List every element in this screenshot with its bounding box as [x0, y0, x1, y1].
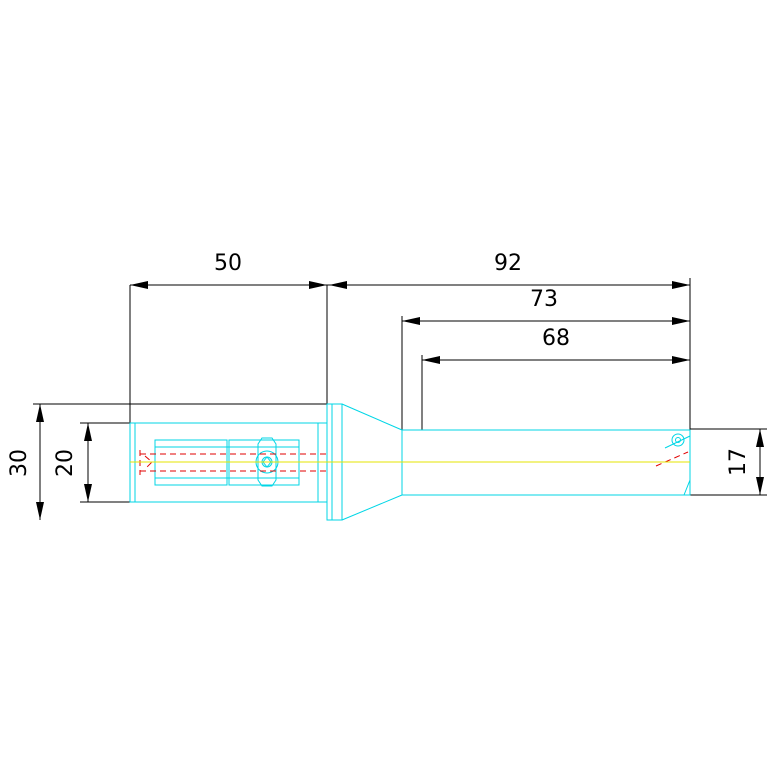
dimension-overall-length: 92 [327, 251, 691, 430]
dimension-body-length: 73 [401, 287, 690, 430]
dim-label-20: 20 [53, 449, 78, 477]
dim-label-30: 30 [7, 449, 32, 477]
insert-screw-icon [671, 433, 685, 447]
dim-label-92: 92 [494, 251, 522, 276]
dim-label-50: 50 [214, 251, 242, 276]
dimension-flange-diameter: 30 [7, 403, 330, 520]
dimension-cutting-diameter: 17 [690, 428, 767, 496]
dim-label-17: 17 [726, 448, 751, 476]
dim-label-68: 68 [542, 326, 570, 351]
tool-tip [683, 430, 691, 496]
dimension-flute-length: 68 [421, 326, 690, 430]
dim-label-73: 73 [530, 287, 558, 312]
dimension-shank-diameter: 20 [53, 422, 135, 503]
